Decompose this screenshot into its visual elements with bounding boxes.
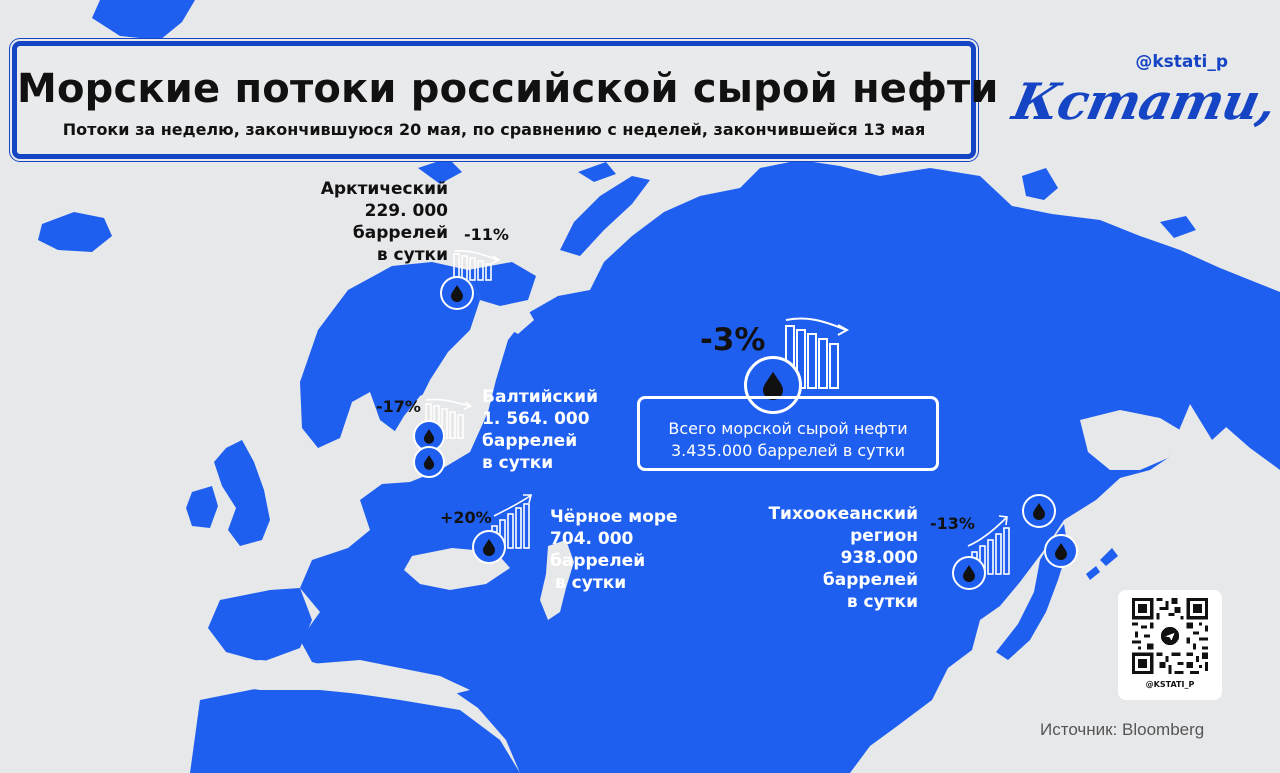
franz-josef-landmass [578, 162, 616, 182]
pacific-label-line: 938.000 [840, 548, 918, 568]
baltic-oil-drop-icon [413, 420, 445, 452]
bars-trend-down-icon [453, 250, 501, 281]
total-summary-box: Всего морской сырой нефти 3.435.000 барр… [637, 396, 939, 471]
qr-card[interactable]: @KSTATI_P [1118, 590, 1222, 700]
brand-handle[interactable]: @kstati_p [1135, 52, 1228, 72]
bars-trend-down-icon [785, 317, 850, 389]
severnaya-zemlya-landmass [1022, 168, 1058, 200]
iberia-landmass [208, 588, 312, 662]
total-summary-line: 3.435.000 баррелей в сутки [670, 441, 906, 460]
title-panel: Морские потоки российской сырой нефти По… [12, 41, 999, 159]
britain-landmass [214, 440, 270, 546]
mediterranean-sea [212, 660, 470, 700]
arctic-label: Арктический 229. 000 баррелей в сутки [321, 178, 448, 266]
qr-caption: @KSTATI_P [1145, 680, 1195, 689]
novaya-zemlya-landmass [560, 176, 650, 256]
qr-code-icon[interactable] [1132, 598, 1208, 674]
black-sea-oil-drop-icon [472, 530, 506, 564]
africa-landmass [190, 688, 520, 773]
baltic-label: Балтийский 1. 564. 000 баррелей в сутки [482, 386, 598, 474]
total-oil-drop-icon [744, 356, 802, 414]
black-sea-change: +20% [440, 508, 492, 527]
baltic-oil-drop-icon [413, 446, 445, 478]
arctic-label-line: баррелей [352, 223, 448, 243]
total-summary-line: Всего морской сырой нефти [668, 419, 908, 438]
baltic-label-line: 1. 564. 000 [482, 409, 590, 429]
arabia-landmass [560, 680, 710, 773]
arctic-label-line: в сутки [376, 245, 448, 265]
pacific-label-line: Тихоокеанский [768, 504, 918, 524]
baltic-label-line: Балтийский [482, 387, 598, 407]
baltic-change: -17% [376, 397, 421, 416]
pacific-label-line: в сутки [846, 592, 918, 612]
black-sea-label-line: в сутки [555, 573, 627, 593]
source-note: Источник: Bloomberg [1040, 720, 1205, 739]
kamchatka-landmass [1190, 370, 1256, 440]
total-change: -3% [700, 322, 766, 358]
brand-logo: Кстати, [1007, 72, 1280, 131]
arctic-label-line: Арктический [320, 179, 448, 199]
pacific-label-line: баррелей [822, 570, 918, 590]
arctic-label-line: 229. 000 [364, 201, 448, 221]
okhotsk-sea [1080, 410, 1180, 470]
kola-landmass [468, 262, 536, 306]
pacific-oil-drop-icon [952, 556, 986, 590]
svalbard-landmass [418, 158, 462, 184]
pacific-oil-drop-icon [1044, 534, 1078, 568]
page-subtitle: Потоки за неделю, закончившуюся 20 мая, … [62, 120, 926, 139]
pacific-oil-drop-icon [1022, 494, 1056, 528]
black-sea-label-line: баррелей [550, 551, 646, 571]
scandinavia-landmass [300, 262, 480, 448]
new-siberian-islands-landmass [1160, 216, 1196, 238]
baltic-label-line: баррелей [482, 431, 578, 451]
baltic-label-line: в сутки [482, 453, 554, 473]
greenland-landmass [92, 0, 195, 40]
arctic-oil-drop-icon [440, 276, 474, 310]
black-sea-label-line: Чёрное море [550, 507, 678, 527]
black-sea-label: Чёрное море 704. 000 баррелей в сутки [550, 506, 678, 594]
india-landmass [780, 712, 850, 773]
white-sea [504, 306, 534, 334]
pacific-label: Тихоокеанский регион 938.000 баррелей в … [768, 503, 918, 613]
ireland-landmass [186, 486, 218, 528]
kuril-islands-landmass [1086, 548, 1118, 580]
pacific-change: -13% [930, 514, 975, 533]
eurasia-landmass [300, 160, 1280, 773]
caspian-sea [540, 540, 574, 620]
arctic-change: -11% [464, 225, 509, 244]
iceland-landmass [38, 212, 112, 252]
total-summary-text: Всего морской сырой нефти 3.435.000 барр… [640, 418, 936, 462]
black-sea-label-line: 704. 000 [550, 529, 634, 549]
pacific-label-line: регион [850, 526, 918, 546]
page-title: Морские потоки российской сырой нефти [17, 66, 999, 112]
